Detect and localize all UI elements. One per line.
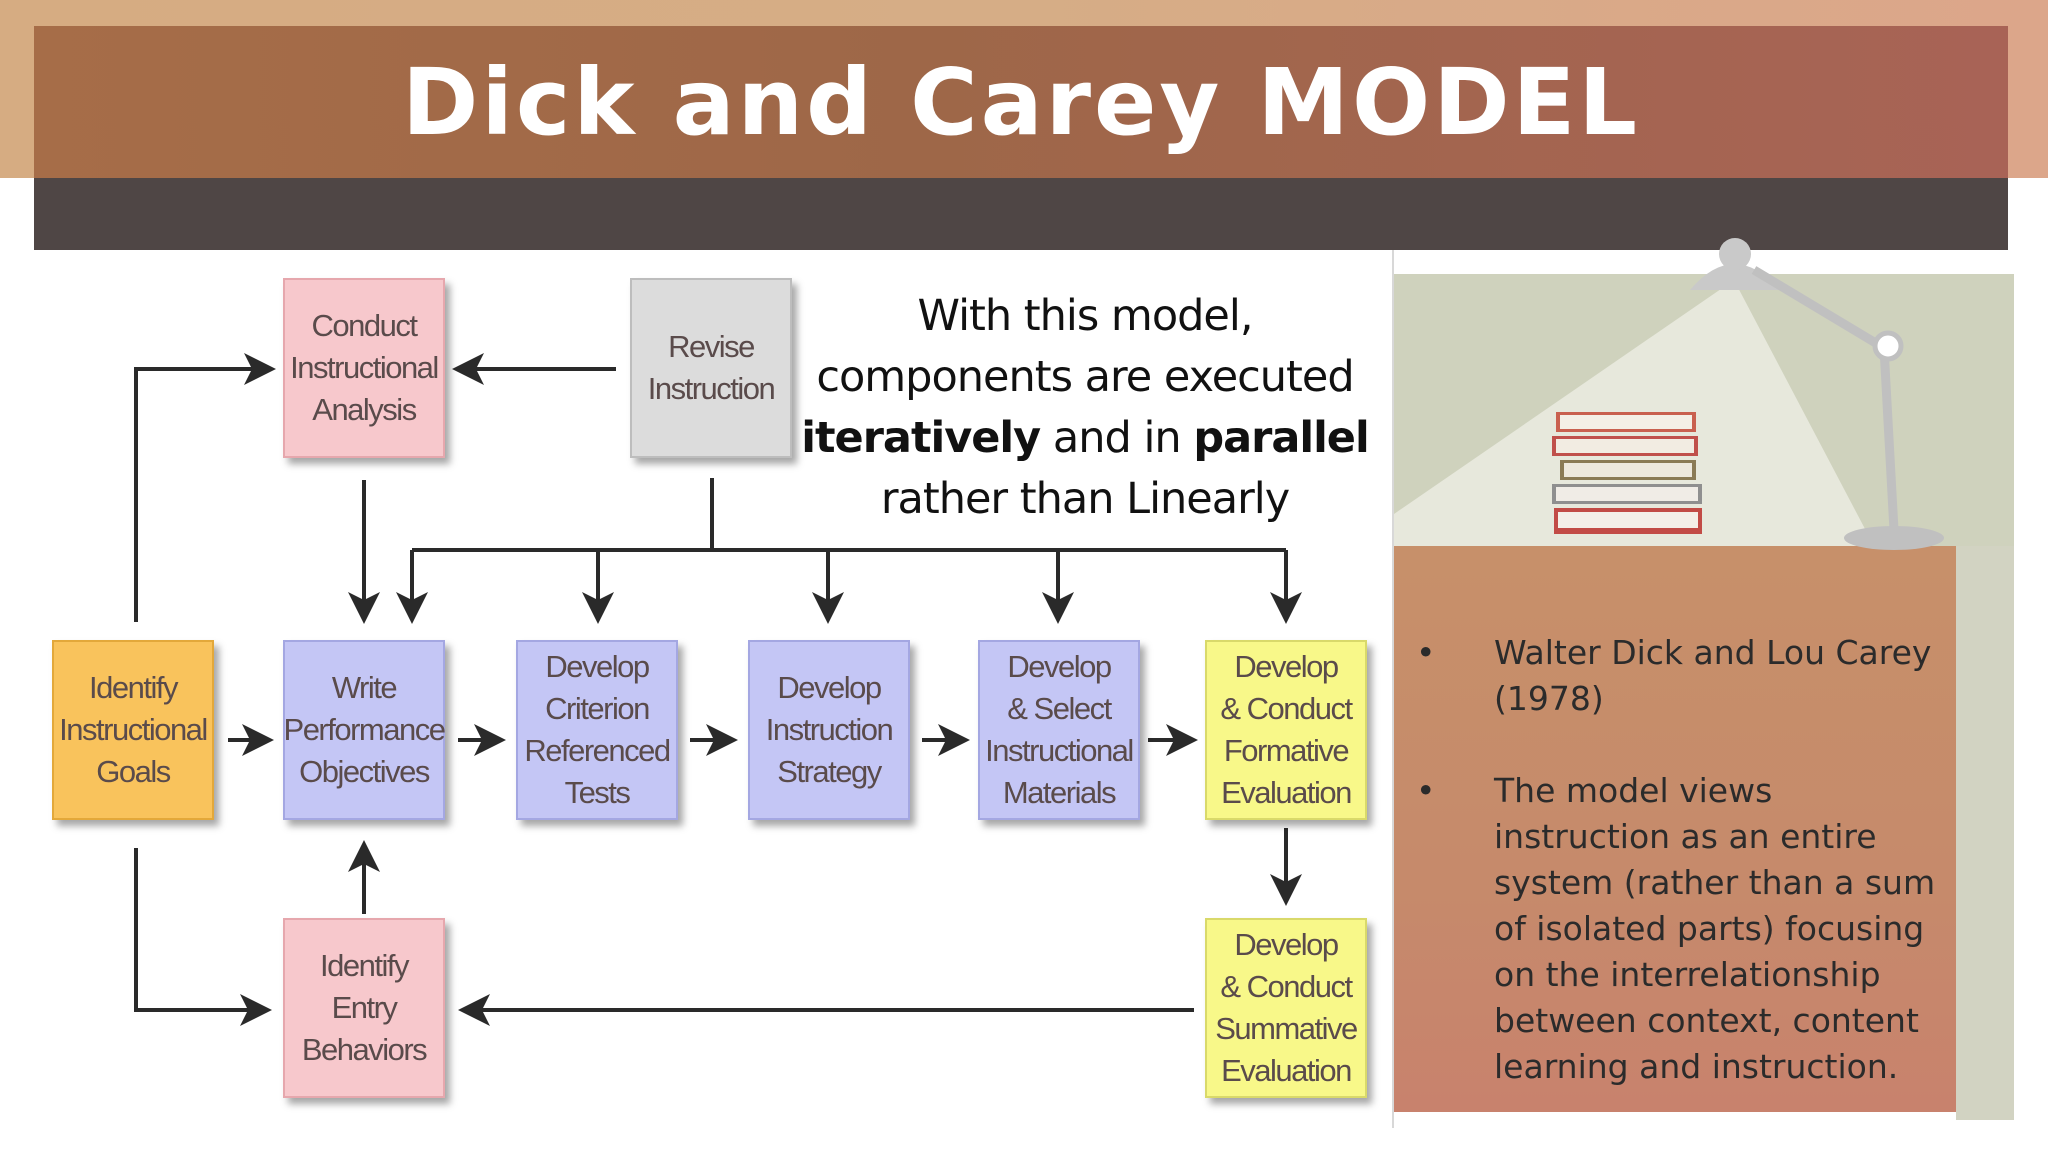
panel-body <box>1394 546 1956 1112</box>
panel-right-strip <box>1956 546 2014 1120</box>
box-conduct-instructional-analysis: Conduct Instructional Analysis <box>283 278 445 458</box>
model-callout-text: With this model, components are executed… <box>790 286 1380 530</box>
arrow-goals-to-analysis <box>134 353 276 622</box>
sidebar-bullet-list: • Walter Dick and Lou Carey (1978) • The… <box>1416 630 1956 1136</box>
bullet-dot-icon: • <box>1416 633 1436 672</box>
box-revise-instruction: Revise Instruction <box>630 278 792 458</box>
callout-parallel: parallel <box>1193 413 1369 463</box>
box-develop-select-instructional-materials: Develop & Select Instructional Materials <box>978 640 1140 820</box>
bullet-text: The model views instruction as an entire… <box>1494 771 1936 1086</box>
box-formative-evaluation: Develop & Conduct Formative Evaluation <box>1205 640 1367 820</box>
bullet-item: • The model views instruction as an enti… <box>1416 768 1956 1090</box>
diagram-arrows <box>134 353 1302 1026</box>
bullet-text: Walter Dick and Lou Carey (1978) <box>1494 633 1932 718</box>
desk-lamp-books-illustration <box>1394 238 1944 550</box>
callout-line-2: components are executed <box>816 352 1354 402</box>
stacked-books-icon <box>1552 412 1702 534</box>
callout-and-in: and in <box>1040 413 1194 463</box>
bullet-item: • Walter Dick and Lou Carey (1978) <box>1416 630 1956 722</box>
box-identify-entry-behaviors: Identify Entry Behaviors <box>283 918 445 1098</box>
slide-title: Dick and Carey MODEL <box>401 48 1641 156</box>
arrow-goals-to-entry <box>134 848 272 1026</box>
dark-divider-bar <box>34 178 2008 250</box>
bullet-dot-icon: • <box>1416 771 1436 810</box>
box-summative-evaluation: Develop & Conduct Summative Evaluation <box>1205 918 1367 1098</box>
box-develop-instruction-strategy: Develop Instruction Strategy <box>748 640 910 820</box>
panel-divider <box>1392 250 1394 1128</box>
callout-line-3: iteratively and in parallel <box>790 408 1380 469</box>
box-write-performance-objectives: Write Performance Objectives <box>283 640 446 820</box>
box-identify-instructional-goals: Identify Instructional Goals <box>52 640 214 820</box>
box-develop-criterion-referenced-tests: Develop Criterion Referenced Tests <box>516 640 678 820</box>
desk-lamp-icon <box>1690 238 1944 550</box>
title-bar: Dick and Carey MODEL <box>34 26 2008 178</box>
callout-line-1: With this model, <box>917 291 1254 341</box>
dick-carey-diagram: Conduct Instructional Analysis Revise In… <box>0 250 1392 1152</box>
callout-iteratively: iteratively <box>801 413 1041 463</box>
callout-line-4: rather than Linearly <box>880 474 1290 524</box>
